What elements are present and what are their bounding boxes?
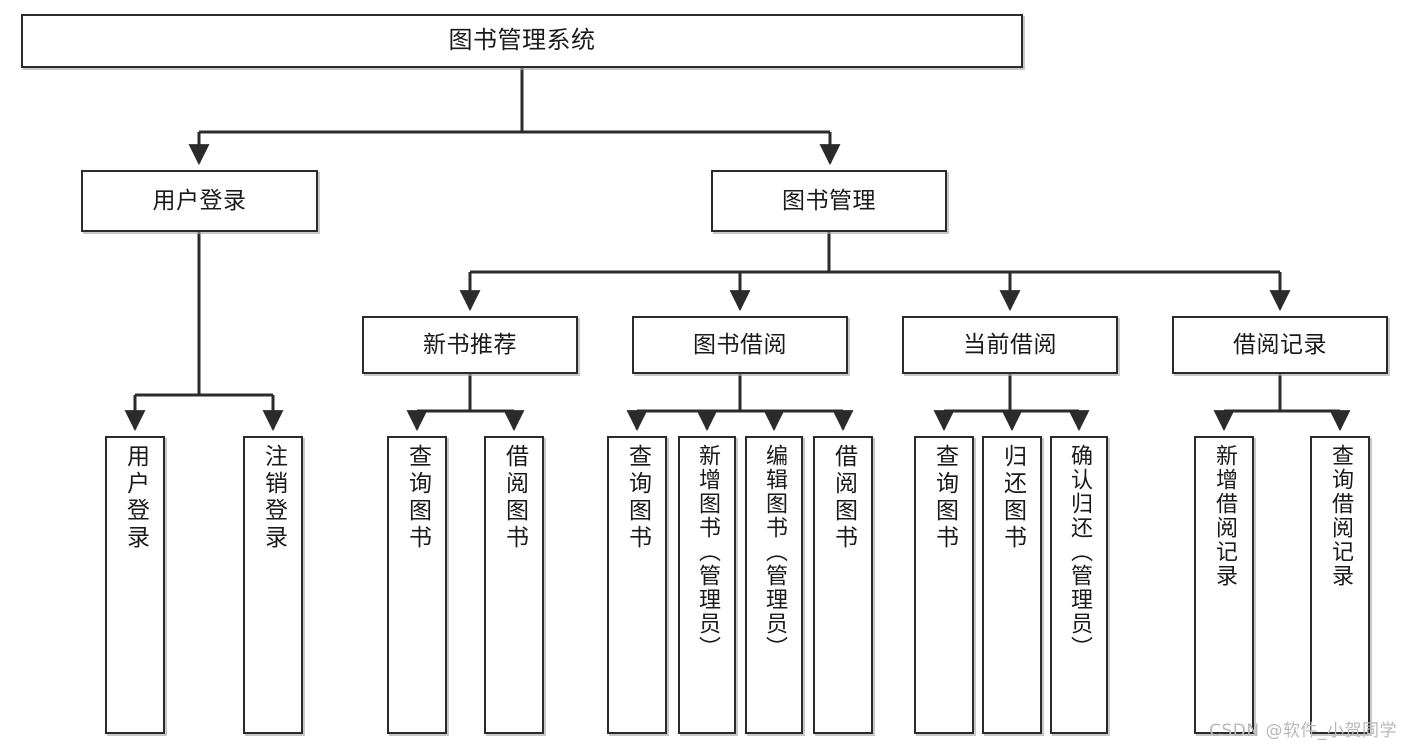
node-borrow-record[interactable]: 借阅记录 [1172, 316, 1388, 374]
node-label: 用户登录 [152, 187, 247, 214]
node-label: 查询借阅记录 [1328, 444, 1353, 588]
node-label: 查询图书 [624, 444, 651, 552]
node-label: 查询图书 [404, 444, 431, 552]
leaf-add-borrow-record[interactable]: 新增借阅记录 [1194, 436, 1254, 734]
csdn-watermark: CSDN @软件_小贺同学 [1209, 721, 1397, 741]
node-label: 归还图书 [999, 444, 1026, 552]
node-label: 新书推荐 [423, 331, 517, 358]
leaf-add-book[interactable]: 新增图书（管理员） [678, 436, 736, 734]
leaf-query-borrow-record[interactable]: 查询借阅记录 [1310, 436, 1370, 734]
leaf-query-book-3[interactable]: 查询图书 [914, 436, 974, 734]
node-book-borrow[interactable]: 图书借阅 [632, 316, 848, 374]
node-label: 当前借阅 [963, 331, 1057, 358]
leaf-query-book-1[interactable]: 查询图书 [387, 436, 447, 734]
node-label: 用户登录 [122, 444, 149, 552]
node-label: 借阅记录 [1233, 331, 1327, 358]
node-current-borrow[interactable]: 当前借阅 [902, 316, 1118, 374]
node-label: 借阅图书 [501, 444, 528, 552]
node-label: 图书借阅 [693, 331, 787, 358]
node-label: 图书管理系统 [448, 26, 596, 55]
leaf-edit-book[interactable]: 编辑图书（管理员） [745, 436, 803, 734]
leaf-confirm-return[interactable]: 确认归还（管理员） [1050, 436, 1108, 734]
leaf-query-book-2[interactable]: 查询图书 [607, 436, 667, 734]
node-book-management[interactable]: 图书管理 [711, 170, 947, 232]
node-label: 注销登录 [260, 444, 287, 552]
node-label: 借阅图书 [830, 444, 857, 552]
node-label: 编辑图书（管理员） [762, 444, 787, 660]
node-label: 图书管理 [782, 187, 876, 214]
leaf-user-login[interactable]: 用户登录 [105, 436, 165, 734]
node-label: 确认归还（管理员） [1067, 444, 1092, 660]
leaf-borrow-book-1[interactable]: 借阅图书 [484, 436, 544, 734]
node-label: 查询图书 [931, 444, 958, 552]
leaf-return-book[interactable]: 归还图书 [982, 436, 1042, 734]
node-label: 新增图书（管理员） [695, 444, 720, 660]
leaf-borrow-book-2[interactable]: 借阅图书 [813, 436, 873, 734]
node-user-login[interactable]: 用户登录 [81, 170, 318, 232]
node-root-system[interactable]: 图书管理系统 [21, 14, 1023, 68]
leaf-logout[interactable]: 注销登录 [243, 436, 303, 734]
node-label: 新增借阅记录 [1212, 444, 1237, 588]
node-new-book-recommend[interactable]: 新书推荐 [362, 316, 578, 374]
